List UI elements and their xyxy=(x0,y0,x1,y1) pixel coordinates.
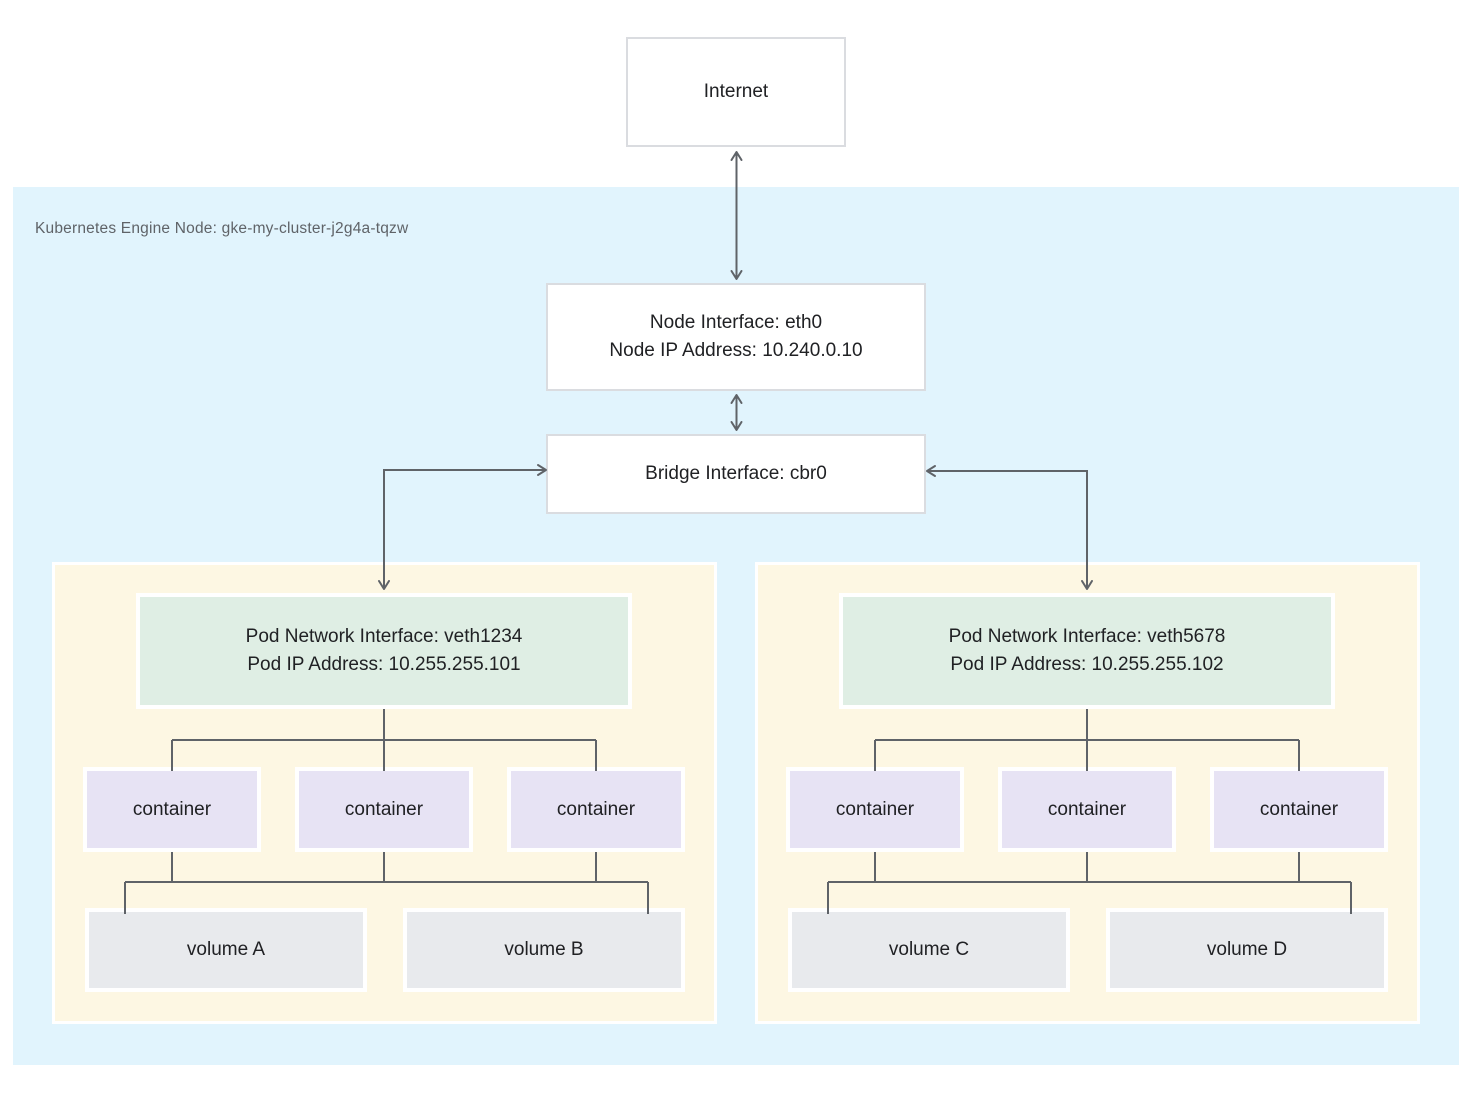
container-box: container xyxy=(1210,767,1388,852)
volume-box: volume C xyxy=(788,908,1070,992)
pod-box-2: Pod Network Interface: veth5678 Pod IP A… xyxy=(755,562,1420,1024)
container-box: container xyxy=(786,767,964,852)
container-box: container xyxy=(998,767,1176,852)
volume-box: volume D xyxy=(1106,908,1388,992)
pod-network-interface-box: Pod Network Interface: veth1234 Pod IP A… xyxy=(136,593,632,709)
pod-network-interface-box: Pod Network Interface: veth5678 Pod IP A… xyxy=(839,593,1335,709)
pod-ip-line: Pod IP Address: 10.255.255.102 xyxy=(950,654,1224,675)
pod-network-interface-line: Pod Network Interface: veth1234 xyxy=(245,626,523,647)
pod-network-interface-line: Pod Network Interface: veth5678 xyxy=(948,626,1226,647)
volume-box: volume B xyxy=(403,908,685,992)
node-interface-box: Node Interface: eth0 Node IP Address: 10… xyxy=(546,283,926,391)
internet-box: Internet xyxy=(626,37,846,147)
volume-box: volume A xyxy=(85,908,367,992)
container-box: container xyxy=(295,767,473,852)
bridge-interface-box: Bridge Interface: cbr0 xyxy=(546,434,926,514)
pod-ip-line: Pod IP Address: 10.255.255.101 xyxy=(247,654,521,675)
node-interface-line: Node Interface: eth0 xyxy=(649,312,823,333)
container-box: container xyxy=(83,767,261,852)
node-ip-line: Node IP Address: 10.240.0.10 xyxy=(609,340,863,361)
internet-label: Internet xyxy=(703,81,769,102)
node-region-label: Kubernetes Engine Node: gke-my-cluster-j… xyxy=(35,220,409,237)
bridge-interface-label: Bridge Interface: cbr0 xyxy=(645,463,827,484)
pod-box-1: Pod Network Interface: veth1234 Pod IP A… xyxy=(52,562,717,1024)
container-box: container xyxy=(507,767,685,852)
